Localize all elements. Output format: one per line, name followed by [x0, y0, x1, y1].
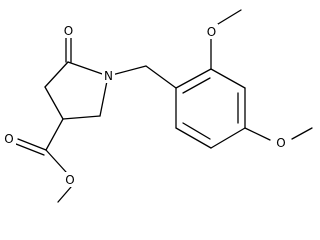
- svg-text:O: O: [4, 132, 13, 146]
- bond-c3-c4: [44, 86, 64, 120]
- atom-oxo-oxygen: O: [62, 23, 75, 38]
- bond-ar4-ar5: [210, 127, 246, 149]
- bond-ar5-ar6: [175, 127, 212, 149]
- atom-methoxy-oxygen-para: O: [274, 135, 288, 150]
- bond-ar-inner-3: [182, 122, 211, 140]
- bond-ester-c-o-double-a: [17, 138, 47, 151]
- atom-ester-ether-oxygen: O: [63, 172, 77, 187]
- bond-ar2-ar3: [210, 68, 246, 89]
- bond-ar-inner-1: [182, 77, 211, 94]
- atom-ester-carbonyl-oxygen: O: [2, 131, 16, 146]
- bond-o-ortho-ch3: [217, 9, 242, 25]
- atom-ring-nitrogen: N: [102, 68, 115, 83]
- atom-methoxy-oxygen-ortho: O: [205, 24, 218, 39]
- svg-text:O: O: [207, 25, 216, 39]
- svg-text:N: N: [104, 69, 113, 83]
- bond-ester-c-o-single: [45, 149, 67, 173]
- bond-c2-c3: [62, 115, 101, 120]
- bond-ester-c-o-double-b: [15, 143, 45, 156]
- bond-c4-c5: [44, 61, 69, 88]
- bond-ch2-aryl: [145, 65, 177, 89]
- bond-o-para-ch3: [291, 127, 313, 140]
- svg-text:O: O: [65, 173, 74, 187]
- bond-c3-ester-c: [45, 118, 64, 151]
- bond-ester-o-ch3: [57, 186, 72, 203]
- svg-text:O: O: [276, 136, 285, 150]
- bond-c5-n1: [67, 61, 109, 77]
- structure-diagram: O N O O O O: [2, 9, 313, 203]
- bond-ar4-o-para: [244, 127, 271, 141]
- svg-text:O: O: [64, 24, 73, 38]
- bond-ar1-ar2: [175, 68, 212, 89]
- molecule-svg: O N O O O O: [2, 9, 313, 203]
